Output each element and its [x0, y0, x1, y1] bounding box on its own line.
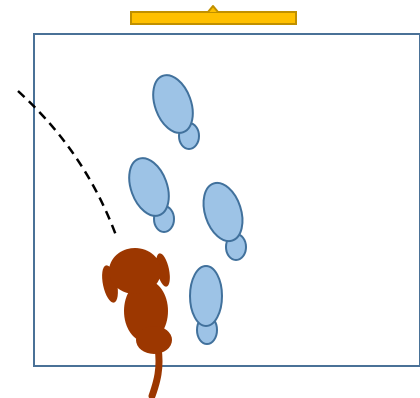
room-border	[33, 33, 420, 367]
footprint-2-icon	[128, 157, 175, 233]
dog-head	[109, 248, 161, 294]
top-bar-icon	[130, 5, 297, 25]
dog-icon	[102, 248, 172, 398]
top-bar-rect	[130, 11, 297, 25]
footprint-3-sole	[202, 181, 244, 243]
footprint-4-icon	[189, 265, 223, 345]
dashed-path	[17, 90, 119, 239]
footprint-3-icon	[202, 181, 247, 261]
top-bar-notch	[207, 5, 219, 13]
dog-hips	[136, 326, 172, 354]
footprint-4-sole	[189, 265, 223, 327]
dog-tail	[148, 344, 163, 398]
footprint-1-icon	[152, 74, 200, 150]
footprint-2-sole	[128, 157, 170, 217]
footprint-1-sole	[152, 74, 194, 134]
